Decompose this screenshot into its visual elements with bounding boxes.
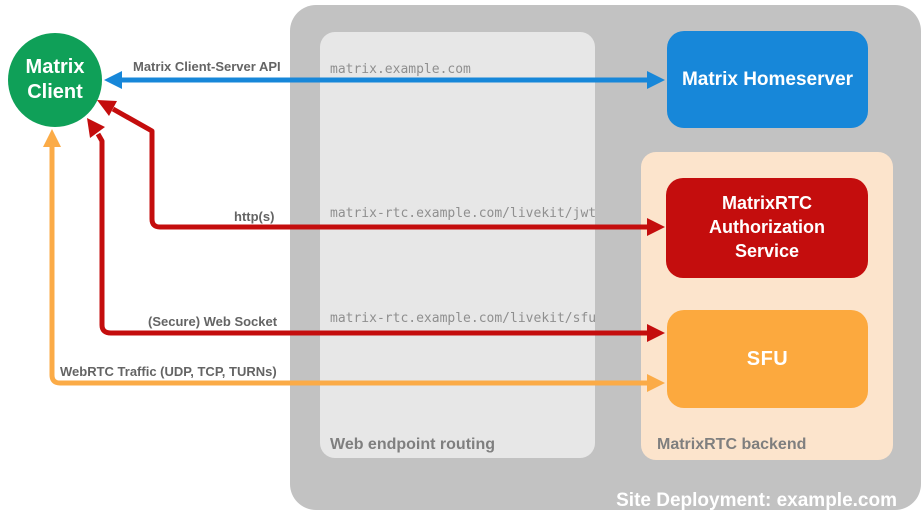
- web-endpoint-routing-label: Web endpoint routing: [330, 436, 496, 453]
- site-deployment-label: Site Deployment: example.com: [616, 490, 897, 511]
- matrixrtc-backend-label: MatrixRTC backend: [657, 436, 807, 453]
- arrow-label-webrtc-traffic: WebRTC Traffic (UDP, TCP, TURNs): [60, 364, 277, 379]
- endpoint-livekit-sfu: matrix-rtc.example.com/livekit/sfu: [330, 311, 597, 326]
- matrixrtc-authorization-service-box: MatrixRTC Authorization Service: [666, 178, 868, 278]
- endpoint-livekit-jwt: matrix-rtc.example.com/livekit/jwt: [330, 206, 597, 221]
- matrix-client-label: Matrix Client: [25, 56, 85, 103]
- web-endpoint-routing-panel: [320, 32, 595, 458]
- sfu-box: SFU: [667, 310, 868, 408]
- sfu-label: SFU: [746, 347, 789, 370]
- arrow-label-secure-web-socket: (Secure) Web Socket: [148, 314, 278, 329]
- matrix-homeserver-label: Matrix Homeserver: [681, 68, 854, 90]
- endpoint-matrix-example-com: matrix.example.com: [330, 62, 471, 77]
- arrow-label-client-server-api: Matrix Client-Server API: [133, 59, 281, 74]
- arrow-label-https: http(s): [234, 209, 275, 224]
- matrix-homeserver-box: Matrix Homeserver: [667, 31, 868, 128]
- matrix-client-node: Matrix Client: [8, 33, 102, 127]
- matrixrtc-authorization-service-label: MatrixRTC Authorization Service: [709, 193, 825, 261]
